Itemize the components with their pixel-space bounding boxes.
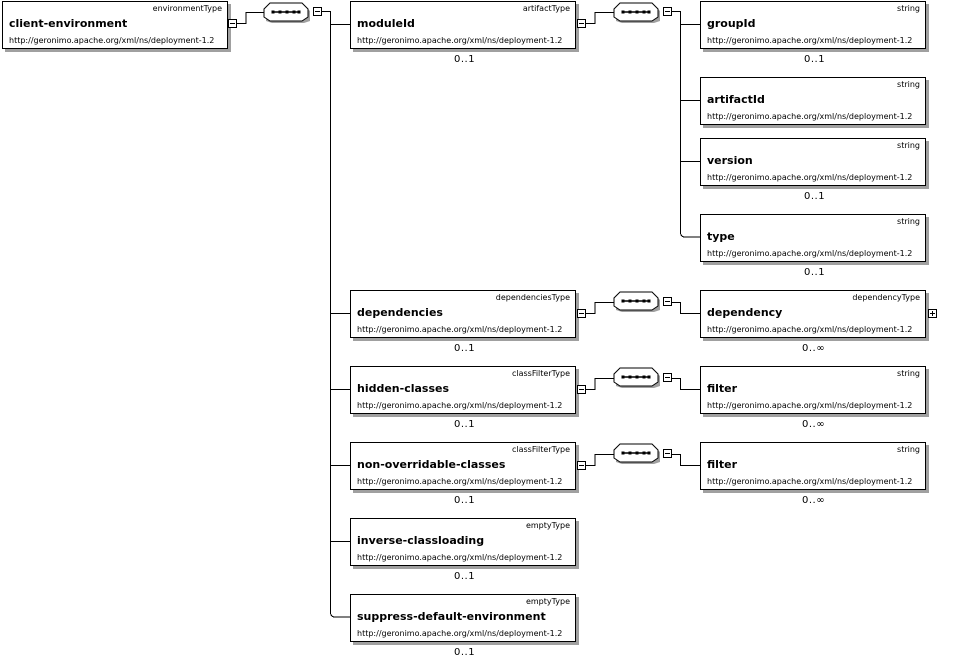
element-type: emptyType bbox=[525, 597, 570, 606]
element-type: dependencyType bbox=[852, 293, 920, 302]
collapse-minus-icon[interactable] bbox=[663, 373, 672, 382]
element-namespace: http://geronimo.apache.org/xml/ns/deploy… bbox=[357, 477, 563, 486]
element-namespace: http://geronimo.apache.org/xml/ns/deploy… bbox=[707, 112, 913, 121]
sequence-compositor-icon[interactable] bbox=[613, 443, 661, 465]
element-type: environmentType bbox=[152, 4, 222, 13]
element-client-environment[interactable]: environmentType client-environment http:… bbox=[2, 1, 228, 49]
element-moduleId[interactable]: artifactType moduleId http://geronimo.ap… bbox=[350, 1, 576, 49]
element-name: groupId bbox=[707, 17, 756, 30]
element-type: string bbox=[897, 4, 920, 13]
element-dependencies[interactable]: dependenciesType dependencies http://ger… bbox=[350, 290, 576, 338]
cardinality-label: 0..∞ bbox=[802, 419, 826, 430]
element-type: string bbox=[897, 217, 920, 226]
element-filter[interactable]: string filter http://geronimo.apache.org… bbox=[700, 442, 926, 490]
element-namespace: http://geronimo.apache.org/xml/ns/deploy… bbox=[707, 401, 913, 410]
element-name: filter bbox=[707, 382, 738, 395]
element-dependency[interactable]: dependencyType dependency http://geronim… bbox=[700, 290, 926, 338]
element-namespace: http://geronimo.apache.org/xml/ns/deploy… bbox=[357, 401, 563, 410]
cardinality-label: 0..∞ bbox=[802, 495, 826, 506]
element-namespace: http://geronimo.apache.org/xml/ns/deploy… bbox=[357, 36, 563, 45]
element-type: string bbox=[897, 369, 920, 378]
element-type: classFilterType bbox=[511, 445, 570, 454]
element-name: filter bbox=[707, 458, 738, 471]
cardinality-label: 0..1 bbox=[804, 191, 826, 202]
collapse-minus-icon[interactable] bbox=[577, 19, 586, 28]
element-non-overridable-classes[interactable]: classFilterType non-overridable-classes … bbox=[350, 442, 576, 490]
element-name: artifactId bbox=[707, 93, 765, 106]
element-artifactId[interactable]: string artifactId http://geronimo.apache… bbox=[700, 77, 926, 125]
element-namespace: http://geronimo.apache.org/xml/ns/deploy… bbox=[707, 36, 913, 45]
element-name: hidden-classes bbox=[357, 382, 450, 395]
element-namespace: http://geronimo.apache.org/xml/ns/deploy… bbox=[357, 325, 563, 334]
cardinality-label: 0..1 bbox=[454, 54, 476, 65]
element-type: string bbox=[897, 445, 920, 454]
element-name: version bbox=[707, 154, 753, 167]
element-name: dependencies bbox=[357, 306, 443, 319]
collapse-minus-icon[interactable] bbox=[663, 297, 672, 306]
sequence-compositor-icon[interactable] bbox=[613, 291, 661, 313]
cardinality-label: 0..1 bbox=[454, 419, 476, 430]
collapse-minus-icon[interactable] bbox=[313, 7, 322, 16]
element-version[interactable]: string version http://geronimo.apache.or… bbox=[700, 138, 926, 186]
element-namespace: http://geronimo.apache.org/xml/ns/deploy… bbox=[707, 249, 913, 258]
element-name: non-overridable-classes bbox=[357, 458, 506, 471]
element-namespace: http://geronimo.apache.org/xml/ns/deploy… bbox=[357, 553, 563, 562]
element-type: classFilterType bbox=[511, 369, 570, 378]
collapse-minus-icon[interactable] bbox=[228, 19, 237, 28]
element-type: artifactType bbox=[522, 4, 570, 13]
collapse-minus-icon[interactable] bbox=[577, 309, 586, 318]
cardinality-label: 0..1 bbox=[454, 647, 476, 658]
expand-plus-icon[interactable] bbox=[928, 309, 937, 318]
element-suppress-default-environment[interactable]: emptyType suppress-default-environment h… bbox=[350, 594, 576, 642]
element-namespace: http://geronimo.apache.org/xml/ns/deploy… bbox=[9, 36, 215, 45]
element-name: type bbox=[707, 230, 735, 243]
element-namespace: http://geronimo.apache.org/xml/ns/deploy… bbox=[707, 325, 913, 334]
cardinality-label: 0..1 bbox=[804, 54, 826, 65]
element-type: emptyType bbox=[525, 521, 570, 530]
element-name: moduleId bbox=[357, 17, 415, 30]
collapse-minus-icon[interactable] bbox=[663, 449, 672, 458]
element-type[interactable]: string type http://geronimo.apache.org/x… bbox=[700, 214, 926, 262]
cardinality-label: 0..∞ bbox=[802, 343, 826, 354]
cardinality-label: 0..1 bbox=[804, 267, 826, 278]
collapse-minus-icon[interactable] bbox=[577, 385, 586, 394]
element-type: string bbox=[897, 80, 920, 89]
element-name: suppress-default-environment bbox=[357, 610, 546, 623]
element-name: inverse-classloading bbox=[357, 534, 485, 547]
element-type: string bbox=[897, 141, 920, 150]
element-inverse-classloading[interactable]: emptyType inverse-classloading http://ge… bbox=[350, 518, 576, 566]
element-type: dependenciesType bbox=[495, 293, 570, 302]
element-namespace: http://geronimo.apache.org/xml/ns/deploy… bbox=[357, 629, 563, 638]
element-filter[interactable]: string filter http://geronimo.apache.org… bbox=[700, 366, 926, 414]
element-groupId[interactable]: string groupId http://geronimo.apache.or… bbox=[700, 1, 926, 49]
element-name: dependency bbox=[707, 306, 783, 319]
element-namespace: http://geronimo.apache.org/xml/ns/deploy… bbox=[707, 477, 913, 486]
cardinality-label: 0..1 bbox=[454, 343, 476, 354]
collapse-minus-icon[interactable] bbox=[663, 7, 672, 16]
sequence-compositor-icon[interactable] bbox=[613, 2, 661, 24]
sequence-compositor-icon[interactable] bbox=[613, 367, 661, 389]
collapse-minus-icon[interactable] bbox=[577, 461, 586, 470]
element-hidden-classes[interactable]: classFilterType hidden-classes http://ge… bbox=[350, 366, 576, 414]
sequence-compositor-icon[interactable] bbox=[263, 2, 311, 24]
element-name: client-environment bbox=[9, 17, 128, 30]
cardinality-label: 0..1 bbox=[454, 571, 476, 582]
element-namespace: http://geronimo.apache.org/xml/ns/deploy… bbox=[707, 173, 913, 182]
cardinality-label: 0..1 bbox=[454, 495, 476, 506]
